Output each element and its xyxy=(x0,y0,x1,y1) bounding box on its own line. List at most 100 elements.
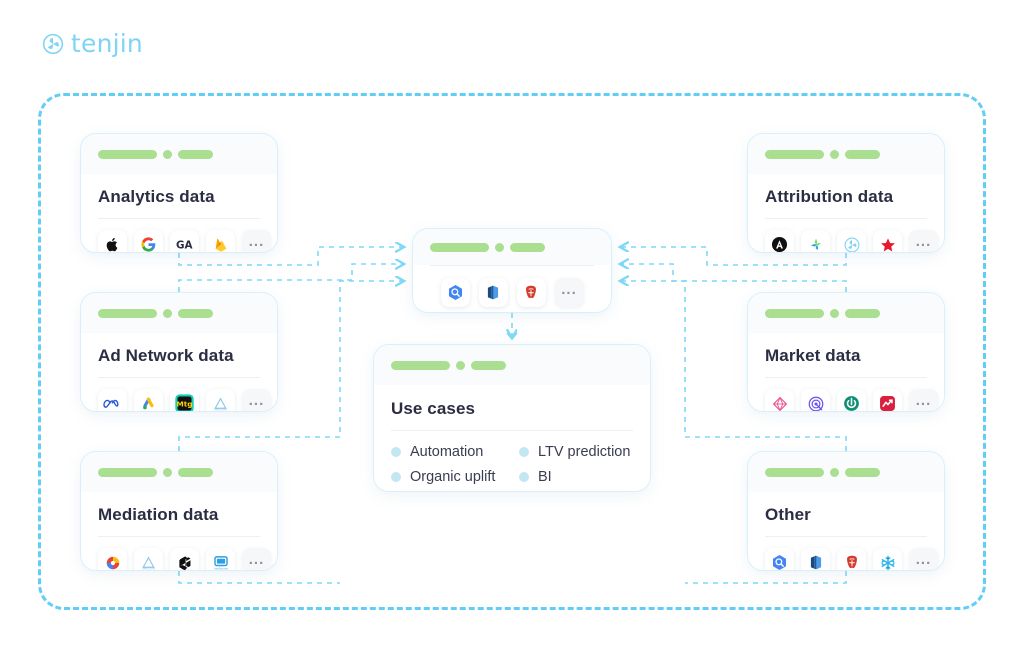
more-ellipsis-icon[interactable]: ... xyxy=(242,230,271,252)
list-item: Organic uplift xyxy=(391,469,519,485)
card-placeholder-bar xyxy=(748,452,944,492)
more-ellipsis-icon[interactable]: ... xyxy=(909,230,938,252)
redshift-icon[interactable] xyxy=(478,278,508,307)
placeholder-pill-long xyxy=(98,308,157,318)
placeholder-pill-dot xyxy=(163,467,172,477)
more-ellipsis-icon[interactable]: ... xyxy=(909,389,938,411)
kochava-star-icon[interactable] xyxy=(873,230,902,252)
card-divider xyxy=(98,218,260,219)
applovin-icon[interactable]: APPLOVIN xyxy=(206,389,235,411)
ironsource-icon[interactable]: ironSource xyxy=(206,548,235,570)
google-icon[interactable] xyxy=(134,230,163,252)
more-label: ... xyxy=(248,392,265,409)
card-divider xyxy=(765,377,927,378)
postgresql-icon[interactable] xyxy=(516,278,546,307)
placeholder-pill-mid xyxy=(845,467,880,477)
more-ellipsis-icon[interactable]: ... xyxy=(242,548,271,570)
card-title: Mediation data xyxy=(98,505,219,524)
firebase-icon[interactable] xyxy=(206,230,235,252)
bigquery-icon[interactable] xyxy=(440,278,470,307)
google-analytics-icon[interactable]: GA xyxy=(170,230,199,252)
placeholder-pill-mid xyxy=(471,360,506,370)
bullet-dot-icon xyxy=(391,447,401,457)
apple-icon[interactable] xyxy=(98,230,127,252)
bullet-dot-icon xyxy=(391,472,401,482)
card-placeholder-bar xyxy=(81,452,277,492)
card-divider xyxy=(98,377,260,378)
brand-logo: tenjin xyxy=(42,31,143,56)
card-ad-network-data[interactable]: Ad Network data Mtg AP xyxy=(80,292,278,412)
svg-text:Mtg: Mtg xyxy=(176,400,192,409)
svg-text:APPLOVIN: APPLOVIN xyxy=(142,566,155,570)
card-placeholder-bar xyxy=(374,345,650,385)
placeholder-pill-mid xyxy=(178,467,213,477)
more-ellipsis-icon[interactable]: ... xyxy=(242,389,271,411)
card-hub-warehouse[interactable]: ... xyxy=(412,228,612,313)
applovin-icon[interactable]: APPLOVIN xyxy=(134,548,163,570)
redshift-icon[interactable] xyxy=(801,548,830,570)
more-label: ... xyxy=(248,551,265,568)
more-ellipsis-icon[interactable]: ... xyxy=(554,278,584,307)
card-title: Use cases xyxy=(391,399,476,418)
card-title: Other xyxy=(765,505,811,524)
card-divider xyxy=(430,265,594,266)
card-divider xyxy=(98,536,260,537)
bullet-dot-icon xyxy=(519,472,529,482)
more-ellipsis-icon[interactable]: ... xyxy=(909,548,938,570)
placeholder-pill-dot xyxy=(830,149,839,159)
card-title: Ad Network data xyxy=(98,346,234,365)
placeholder-pill-long xyxy=(765,467,824,477)
placeholder-pill-long xyxy=(765,149,824,159)
card-icon-row: ... xyxy=(748,378,944,411)
placeholder-pill-long xyxy=(430,242,489,252)
unity-icon[interactable] xyxy=(170,548,199,570)
appmagic-icon[interactable] xyxy=(801,389,830,411)
more-label: ... xyxy=(915,392,932,409)
use-case-label: Automation xyxy=(410,444,484,460)
card-market-data[interactable]: Market data xyxy=(747,292,945,412)
list-item: LTV prediction xyxy=(519,444,633,460)
card-icon-row: GA ... xyxy=(81,219,277,252)
placeholder-pill-dot xyxy=(830,308,839,318)
meta-icon[interactable] xyxy=(98,389,127,411)
card-icon-row: Mtg APPLOVIN ... xyxy=(81,378,277,411)
card-use-cases[interactable]: Use cases Automation LTV prediction Orga… xyxy=(373,344,651,492)
sensortower-icon[interactable] xyxy=(765,389,794,411)
svg-text:APPLOVIN: APPLOVIN xyxy=(214,407,227,411)
placeholder-pill-dot xyxy=(163,149,172,159)
card-icon-row: ... xyxy=(413,266,611,307)
card-placeholder-bar xyxy=(748,134,944,174)
mintegral-icon[interactable]: Mtg xyxy=(170,389,199,411)
google-ads-icon[interactable] xyxy=(134,389,163,411)
placeholder-pill-long xyxy=(391,360,450,370)
card-placeholder-bar xyxy=(413,229,611,265)
dataai-icon[interactable] xyxy=(837,389,866,411)
card-other-data[interactable]: Other xyxy=(747,451,945,571)
placeholder-pill-dot xyxy=(456,360,465,370)
use-case-label: Organic uplift xyxy=(410,469,496,485)
svg-text:ironSource: ironSource xyxy=(214,566,228,570)
card-icon-row: APPLOVIN ironSource ... xyxy=(81,537,277,570)
appsflyer-icon[interactable] xyxy=(765,230,794,252)
card-analytics-data[interactable]: Analytics data GA ... xyxy=(80,133,278,253)
list-item: Automation xyxy=(391,444,519,460)
card-divider xyxy=(391,430,633,431)
more-label: ... xyxy=(915,233,932,250)
tenjin-icon[interactable] xyxy=(837,230,866,252)
appfigures-icon[interactable] xyxy=(873,389,902,411)
admob-icon[interactable] xyxy=(98,548,127,570)
use-case-label: BI xyxy=(538,469,552,485)
card-mediation-data[interactable]: Mediation data APPLOVIN xyxy=(80,451,278,571)
card-icon-row: ... xyxy=(748,219,944,252)
placeholder-pill-long xyxy=(98,467,157,477)
postgresql-icon[interactable] xyxy=(837,548,866,570)
placeholder-pill-mid xyxy=(845,149,880,159)
snowflake-icon[interactable] xyxy=(873,548,902,570)
adjust-icon[interactable] xyxy=(801,230,830,252)
card-divider xyxy=(765,536,927,537)
card-placeholder-bar xyxy=(748,293,944,333)
bigquery-icon[interactable] xyxy=(765,548,794,570)
card-attribution-data[interactable]: Attribution data xyxy=(747,133,945,253)
use-case-label: LTV prediction xyxy=(538,444,631,460)
more-label: ... xyxy=(561,281,577,298)
